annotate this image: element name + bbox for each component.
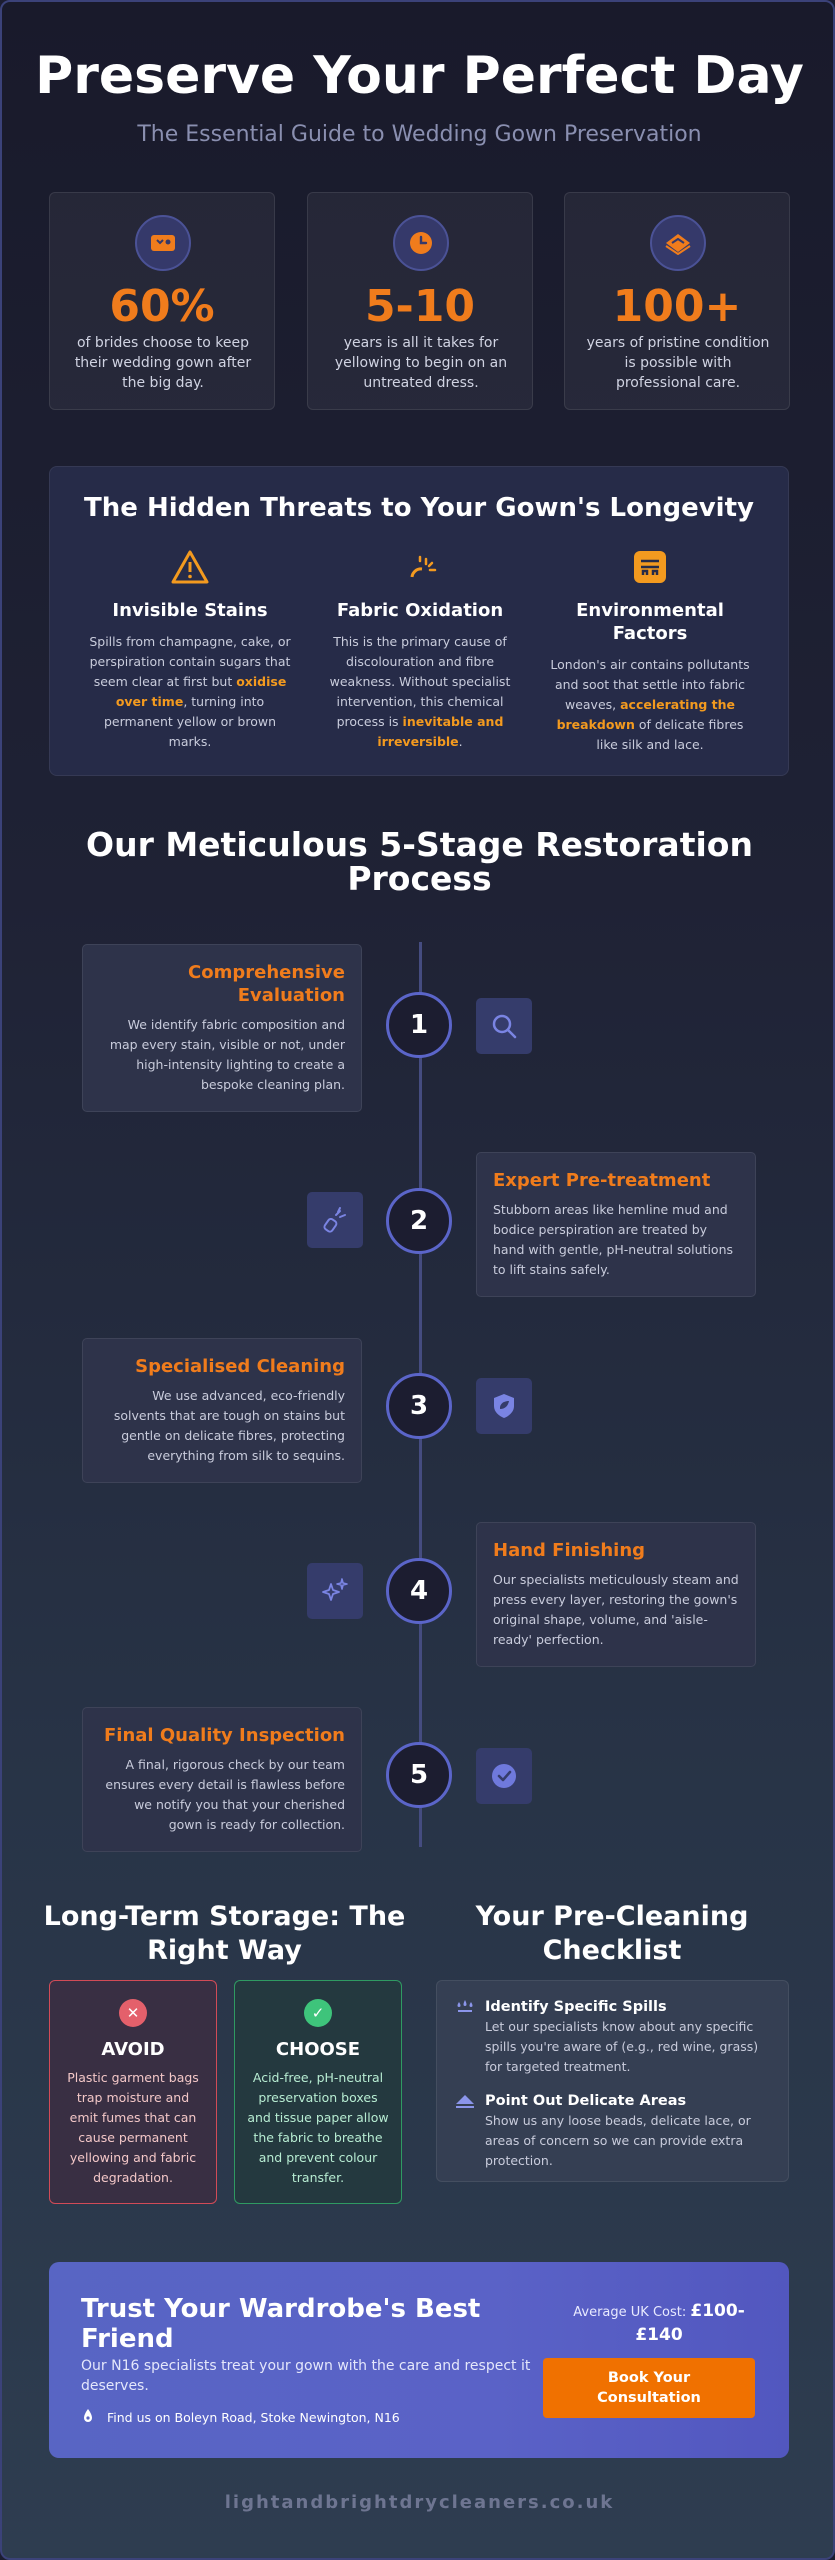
price-value: £100-£140 xyxy=(635,2301,745,2345)
cta-banner: Trust Your Wardrobe's Best Friend Our N1… xyxy=(49,2262,789,2458)
footer-website[interactable]: lightandbrightdrycleaners.co.uk xyxy=(224,2492,615,2513)
stat-description: of brides choose to keep their wedding g… xyxy=(74,335,252,391)
stat-value: 100+ xyxy=(612,281,742,332)
step-card-2: Expert Pre-treatment Stubborn areas like… xyxy=(476,1152,756,1297)
storage-title: Long-Term Storage: The Right Way xyxy=(43,1901,406,1966)
checklist-title: Your Pre-Cleaning Checklist xyxy=(475,1901,749,1966)
warning-icon xyxy=(170,547,210,587)
close-icon: ✕ xyxy=(119,1999,147,2027)
step-name: Expert Pre-treatment xyxy=(493,1170,711,1191)
threat-description: London's air contains pollutants and soo… xyxy=(550,657,750,752)
step-card-5: Final Quality Inspection A final, rigoro… xyxy=(82,1707,362,1852)
factory-icon xyxy=(630,547,670,587)
sun-icon xyxy=(400,547,440,587)
spray-bottle-icon xyxy=(307,1192,363,1248)
step-description: We identify fabric composition and map e… xyxy=(109,1017,345,1092)
threat-name: Fabric Oxidation xyxy=(336,600,504,621)
threats-panel: The Hidden Threats to Your Gown's Longev… xyxy=(49,466,789,776)
threats-title: The Hidden Threats to Your Gown's Longev… xyxy=(84,493,754,523)
step-card-1: Comprehensive Evaluation We identify fab… xyxy=(82,944,362,1112)
threat-environmental-factors: Environmental Factors London's air conta… xyxy=(545,547,755,755)
cta-location: Find us on Boleyn Road, Stoke Newington,… xyxy=(81,2408,501,2427)
threat-description: This is the primary cause of discolourat… xyxy=(329,634,511,749)
checklist-item-text: Show us any loose beads, delicate lace, … xyxy=(485,2113,751,2168)
step-name: Specialised Cleaning xyxy=(135,1356,345,1377)
checklist-item: Point Out Delicate Areas Show us any loo… xyxy=(455,2091,770,2171)
storage-avoid-card: ✕ AVOID Plastic garment bags trap moistu… xyxy=(49,1980,217,2204)
stat-card-brides: 60% of brides choose to keep their weddi… xyxy=(49,192,275,410)
threat-invisible-stains: Invisible Stains Spills from champagne, … xyxy=(85,547,295,752)
magnifier-icon xyxy=(476,998,532,1054)
storage-avoid-label: AVOID xyxy=(101,2039,165,2060)
step-number-3: 3 xyxy=(386,1373,452,1439)
threat-description: Spills from champagne, cake, or perspira… xyxy=(89,634,291,749)
storage-choose-text: Acid-free, pH-neutral preservation boxes… xyxy=(247,2070,389,2185)
check-icon: ✓ xyxy=(304,1999,332,2027)
stat-card-pristine: 100+ years of pristine condition is poss… xyxy=(564,192,790,410)
process-title: Our Meticulous 5-Stage Restoration Proce… xyxy=(86,825,753,898)
page-title: Preserve Your Perfect Day xyxy=(35,46,804,106)
step-description: A final, rigorous check by our team ensu… xyxy=(105,1757,345,1832)
step-name: Final Quality Inspection xyxy=(103,1725,345,1746)
stat-card-yellowing: 5-10 years is all it takes for yellowing… xyxy=(307,192,533,410)
check-badge-icon xyxy=(476,1748,532,1804)
step-card-4: Hand Finishing Our specialists meticulou… xyxy=(476,1522,756,1667)
step-name: Hand Finishing xyxy=(493,1540,646,1561)
cta-location-text: Find us on Boleyn Road, Stoke Newington,… xyxy=(107,2410,400,2425)
step-number-5: 5 xyxy=(386,1742,452,1808)
wedding-gown-card-icon xyxy=(135,215,191,271)
checklist-panel: Identify Specific Spills Let our special… xyxy=(436,1980,789,2182)
threat-name: Invisible Stains xyxy=(112,600,268,621)
cta-title: Trust Your Wardrobe's Best Friend xyxy=(81,2294,481,2354)
step-description: Our specialists meticulously steam and p… xyxy=(493,1572,739,1647)
threat-name: Environmental Factors xyxy=(576,600,724,644)
layers-icon xyxy=(650,215,706,271)
lace-icon xyxy=(455,2091,485,2171)
price-label: Average UK Cost: xyxy=(573,2305,687,2320)
step-card-3: Specialised Cleaning We use advanced, ec… xyxy=(82,1338,362,1483)
shield-leaf-icon xyxy=(476,1378,532,1434)
threat-fabric-oxidation: Fabric Oxidation This is the primary cau… xyxy=(315,547,525,752)
step-description: Stubborn areas like hemline mud and bodi… xyxy=(493,1202,734,1277)
stat-value: 5-10 xyxy=(364,281,476,332)
step-number-2: 2 xyxy=(386,1188,452,1254)
stat-description: years of pristine condition is possible … xyxy=(586,335,770,391)
checklist-item-text: Let our specialists know about any speci… xyxy=(485,2019,759,2074)
step-description: We use advanced, eco-friendly solvents t… xyxy=(113,1388,345,1463)
storage-avoid-text: Plastic garment bags trap moisture and e… xyxy=(67,2070,199,2185)
cta-price: Average UK Cost: £100-£140 xyxy=(559,2300,759,2348)
stat-description: years is all it takes for yellowing to b… xyxy=(334,335,508,391)
step-number-4: 4 xyxy=(386,1558,452,1624)
storage-choose-label: CHOOSE xyxy=(275,2039,361,2060)
book-consultation-button[interactable]: Book Your Consultation xyxy=(543,2358,755,2418)
step-number-1: 1 xyxy=(386,992,452,1058)
droplets-icon xyxy=(455,1997,485,2077)
page-subtitle: The Essential Guide to Wedding Gown Pres… xyxy=(137,122,702,147)
checklist-item: Identify Specific Spills Let our special… xyxy=(455,1997,770,2077)
step-name: Comprehensive Evaluation xyxy=(188,962,345,1006)
storage-choose-card: ✓ CHOOSE Acid-free, pH-neutral preservat… xyxy=(234,1980,402,2204)
checklist-item-title: Identify Specific Spills xyxy=(485,1999,667,2015)
map-pin-icon xyxy=(81,2408,99,2427)
sparkles-icon xyxy=(307,1563,363,1619)
stat-value: 60% xyxy=(109,281,215,332)
cta-text: Our N16 specialists treat your gown with… xyxy=(81,2358,531,2394)
clock-icon xyxy=(393,215,449,271)
checklist-item-title: Point Out Delicate Areas xyxy=(485,2093,687,2109)
